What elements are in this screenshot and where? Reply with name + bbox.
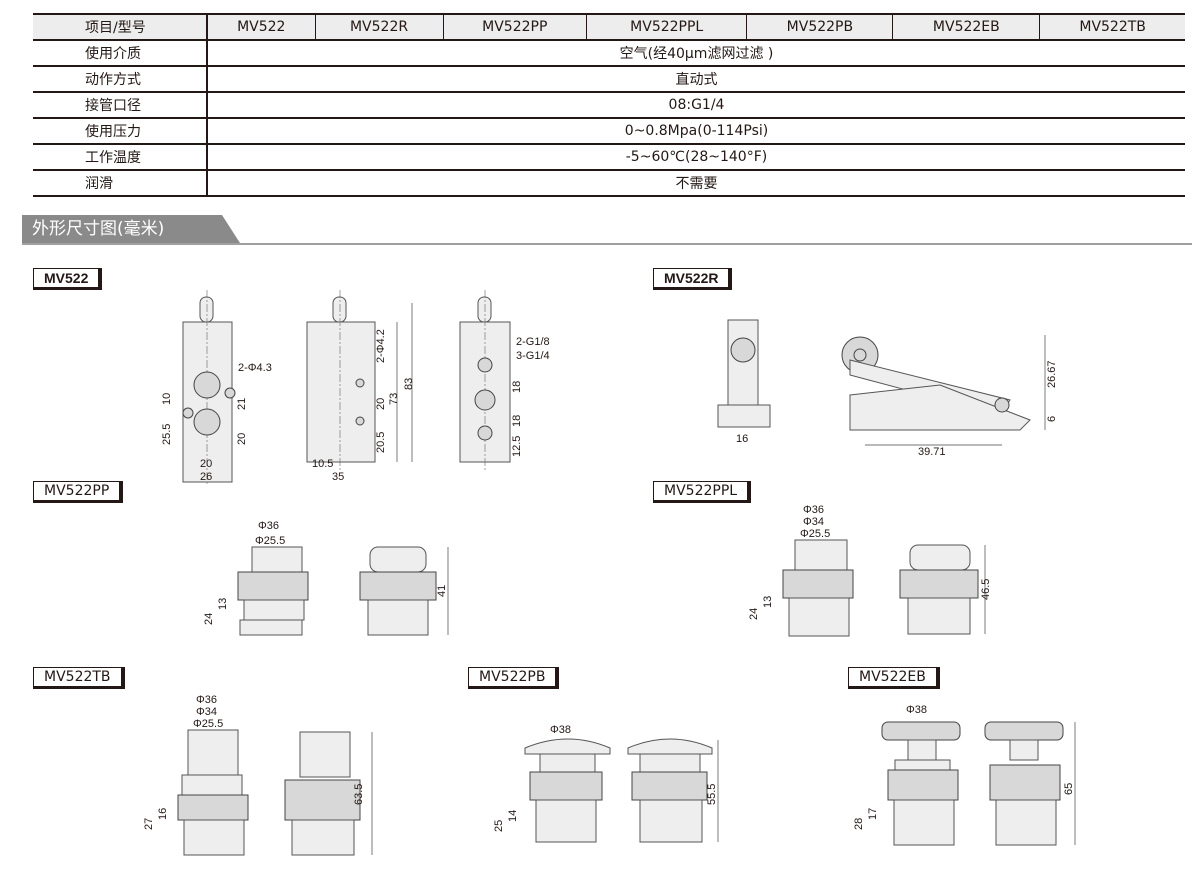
model-tag-mv522pb: MV522PB <box>468 667 560 689</box>
mv522-drawing: 2-Φ4.3 10 25.5 21 20 20 26 2-Φ4.2 83 73 … <box>161 290 550 485</box>
dim-label: 2-Φ4.3 <box>238 362 272 374</box>
spec-table: 项目/型号 MV522 MV522R MV522PP MV522PPL MV52… <box>33 13 1185 197</box>
dim-label: 17 <box>867 808 879 820</box>
mv522pb-drawing: Φ38 25 14 55.5 <box>493 724 719 843</box>
dim-label: 24 <box>748 608 760 620</box>
dim-label: 41 <box>436 585 448 597</box>
mv522r-drawing: 16 26.67 6 39.71 <box>717 319 1058 458</box>
dim-label: 18 <box>511 415 523 427</box>
dim-label: 14 <box>507 810 519 822</box>
row-label: 接管口径 <box>33 92 208 119</box>
dim-label: 12.5 <box>511 436 523 457</box>
dim-label: Φ36 <box>803 504 824 516</box>
row-value: 空气(经40μm滤网过滤 ) <box>207 40 1185 67</box>
dim-label: 16 <box>157 808 169 820</box>
dim-label: 20 <box>236 433 248 445</box>
dim-label: 27 <box>143 818 155 830</box>
row-label: 使用压力 <box>33 118 208 145</box>
header-cell: MV522PPL <box>585 13 747 41</box>
header-cell: MV522R <box>314 13 444 41</box>
dim-label: 10.5 <box>312 458 333 470</box>
mv522eb-drawing: Φ38 28 17 65 <box>853 704 1076 846</box>
row-label: 动作方式 <box>33 66 208 93</box>
dim-label: 18 <box>511 381 523 393</box>
header-cell: MV522PB <box>746 13 893 41</box>
table-row: 润滑不需要 <box>33 170 1185 197</box>
dim-label: 21 <box>236 398 248 410</box>
dim-label: 26 <box>200 471 212 483</box>
dim-label: 2-G1/8 <box>516 336 550 348</box>
model-tag-mv522pp: MV522PP <box>33 481 124 503</box>
row-value: -5~60℃(28~140°F) <box>207 144 1185 171</box>
row-value: 0~0.8Mpa(0-114Psi) <box>207 118 1185 145</box>
dim-label: 20.5 <box>375 432 387 453</box>
row-label: 使用介质 <box>33 40 208 67</box>
row-value: 不需要 <box>207 170 1185 197</box>
dim-label: 83 <box>403 378 415 390</box>
dim-label: Φ34 <box>803 516 824 528</box>
header-cell: MV522 <box>206 13 316 41</box>
header-cell: MV522TB <box>1039 13 1185 41</box>
dim-label: 24 <box>203 613 215 625</box>
dim-label: Φ25.5 <box>800 528 830 540</box>
dim-label: 25.5 <box>161 424 173 445</box>
row-label: 工作温度 <box>33 144 208 171</box>
dim-label: 13 <box>762 596 774 608</box>
dim-label: 35 <box>332 471 344 483</box>
section-title: 外形尺寸图(毫米) <box>22 215 240 243</box>
dim-label: 10 <box>161 393 173 405</box>
dim-label: Φ34 <box>196 706 217 718</box>
row-value: 直动式 <box>207 66 1185 93</box>
dim-label: Φ25.5 <box>193 718 223 730</box>
model-tag-mv522tb: MV522TB <box>33 667 125 689</box>
dim-label: Φ38 <box>550 724 571 736</box>
dim-label: 28 <box>853 818 865 830</box>
header-cell: MV522PP <box>442 13 587 41</box>
table-row: 动作方式直动式 <box>33 66 1185 93</box>
dim-label: 73 <box>388 393 400 405</box>
model-tag-mv522eb: MV522EB <box>848 667 940 689</box>
dim-label: Φ25.5 <box>255 535 285 547</box>
dim-label: 63.5 <box>353 784 365 805</box>
dim-label: 55.5 <box>706 784 718 805</box>
dim-label: Φ36 <box>196 694 217 706</box>
dim-label: 6 <box>1046 416 1058 422</box>
dim-label: 3-G1/4 <box>516 350 550 362</box>
model-tag-mv522ppl: MV522PPL <box>653 481 752 503</box>
table-row: 工作温度-5~60℃(28~140°F) <box>33 144 1185 171</box>
header-cell: 项目/型号 <box>33 13 208 41</box>
section-divider <box>22 243 1192 245</box>
dim-label: 39.71 <box>918 446 946 458</box>
section-header: 外形尺寸图(毫米) <box>22 215 1192 245</box>
dim-label: 20 <box>200 458 212 470</box>
model-tag-mv522: MV522 <box>33 268 103 290</box>
dim-label: Φ36 <box>258 520 279 532</box>
row-value: 08:G1/4 <box>207 92 1185 119</box>
dim-label: 65 <box>1063 783 1075 795</box>
dim-label: 25 <box>493 820 505 832</box>
dim-label: Φ38 <box>906 704 927 716</box>
dim-label: 46.5 <box>980 579 992 600</box>
header-cell: MV522EB <box>892 13 1040 41</box>
dim-label: 20 <box>375 398 387 410</box>
table-header-row: 项目/型号 MV522 MV522R MV522PP MV522PPL MV52… <box>33 13 1185 41</box>
table-row: 使用介质空气(经40μm滤网过滤 ) <box>33 40 1185 67</box>
model-tag-mv522r: MV522R <box>653 268 733 290</box>
dim-label: 13 <box>217 598 229 610</box>
row-label: 润滑 <box>33 170 208 197</box>
dim-label: 16 <box>736 433 748 445</box>
dim-label: 26.67 <box>1046 360 1058 388</box>
dim-label: 2-Φ4.2 <box>375 329 387 363</box>
